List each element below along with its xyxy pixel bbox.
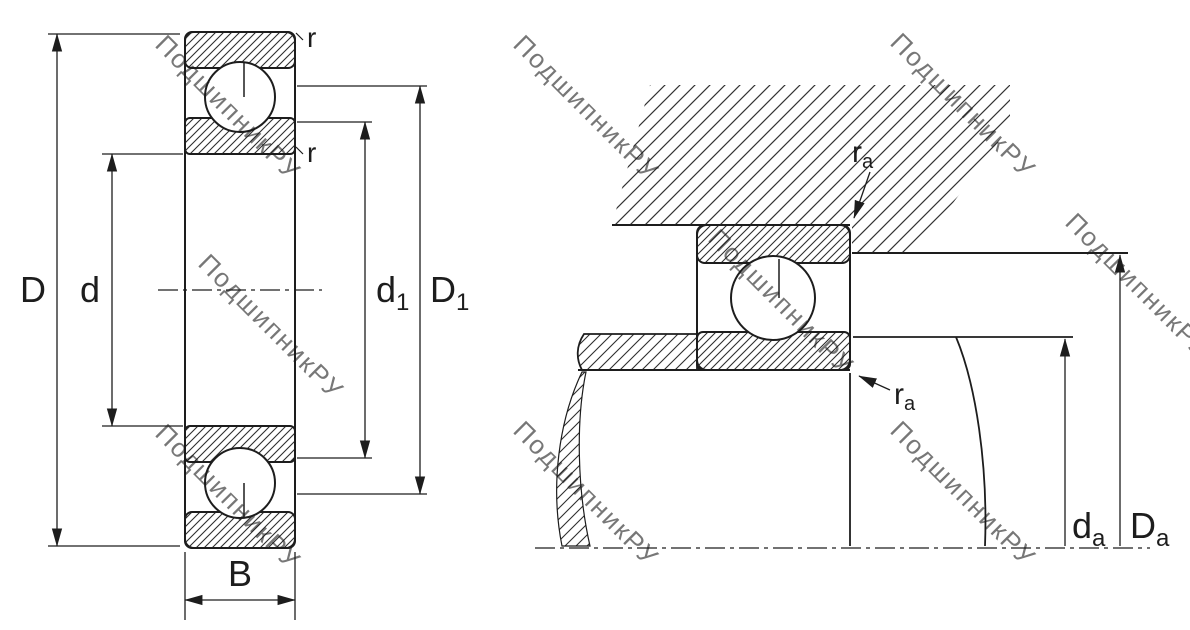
label-width-B: B [228, 553, 252, 594]
label-fillet-housing: ra [852, 136, 874, 173]
watermark-text: ПодшипникРУ [885, 415, 1043, 573]
watermark-text: ПодшипникРУ [193, 248, 351, 406]
shaft-shoulder-section [576, 333, 698, 371]
ball-bottom [204, 447, 276, 519]
fillet-leader-housing [853, 171, 871, 219]
label-D1: D1 [430, 269, 469, 316]
right-view-labels: ra ra da Da [852, 136, 1170, 552]
ball-top [204, 61, 276, 133]
dimension-d1 [297, 121, 372, 459]
label-bore-diameter: d [80, 269, 100, 310]
ball-right [730, 255, 816, 341]
label-fillet-bottom: r [307, 137, 316, 168]
dimension-B [184, 552, 296, 620]
label-da: da [1072, 505, 1106, 552]
right-view: ra ra da Da [535, 85, 1170, 552]
label-fillet-top: r [307, 22, 316, 53]
dimension-D [48, 33, 180, 547]
fillet-leader-shaft [858, 375, 891, 391]
label-fillet-shaft: ra [894, 378, 916, 415]
shaft-break-section [556, 371, 591, 547]
watermark-text: ПодшипникРУ [508, 415, 666, 573]
fillet-leader-bottom [295, 146, 304, 155]
housing-section [612, 85, 1010, 253]
label-outer-diameter: D [20, 269, 46, 310]
shaft-shoulder-contour-curve [955, 336, 987, 547]
left-view: D d d1 D1 B r r [20, 22, 469, 620]
watermark-text: ПодшипникРУ [508, 29, 666, 187]
watermark-text: ПодшипникРУ [1060, 207, 1190, 365]
label-Da: Da [1130, 505, 1170, 552]
left-view-labels: D d d1 D1 B r r [20, 22, 469, 594]
dimension-d [102, 153, 183, 427]
label-d1: d1 [376, 269, 409, 316]
dimension-D1 [297, 85, 427, 495]
fillet-leader-top [295, 32, 304, 41]
